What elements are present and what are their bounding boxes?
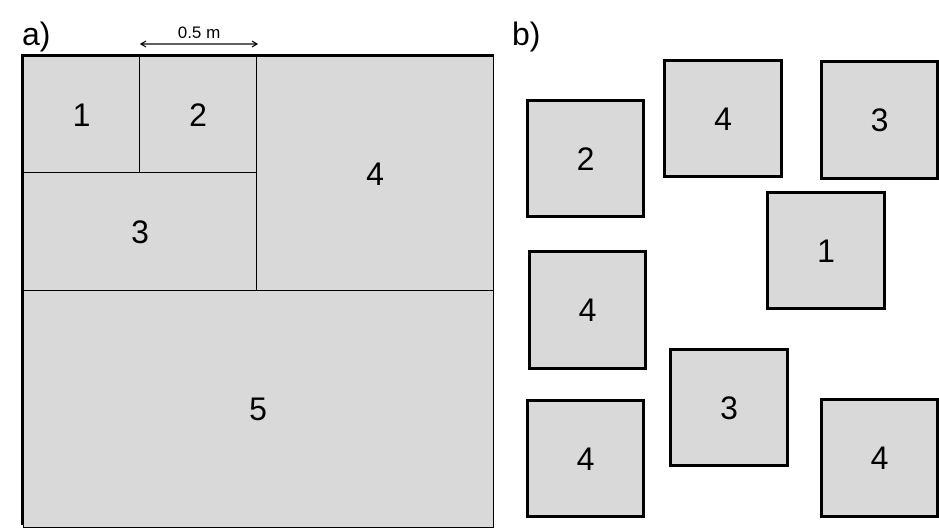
panel-a-layout: 1 2 3 4 5 xyxy=(21,54,494,528)
tile-3-top-right: 3 xyxy=(820,60,939,180)
tile-2: 2 xyxy=(526,99,645,218)
tile-4-bottom-left: 4 xyxy=(526,399,645,518)
tile-4-top: 4 xyxy=(663,59,783,178)
panel-a-label: a) xyxy=(22,16,51,52)
tile-4-bottom-right: 4 xyxy=(820,398,939,518)
tile-1: 1 xyxy=(766,191,886,310)
scale-bar: 0.5 m xyxy=(139,24,259,48)
region-3: 3 xyxy=(22,172,258,291)
panel-b-label: b) xyxy=(512,16,541,52)
region-2: 2 xyxy=(139,55,257,174)
double-arrow-icon xyxy=(139,40,259,48)
tile-4-middle-left: 4 xyxy=(528,250,647,370)
region-5: 5 xyxy=(22,290,494,528)
region-1: 1 xyxy=(22,55,141,174)
scale-bar-label: 0.5 m xyxy=(177,23,221,42)
region-4: 4 xyxy=(256,55,494,292)
tile-3-bottom: 3 xyxy=(669,348,789,467)
